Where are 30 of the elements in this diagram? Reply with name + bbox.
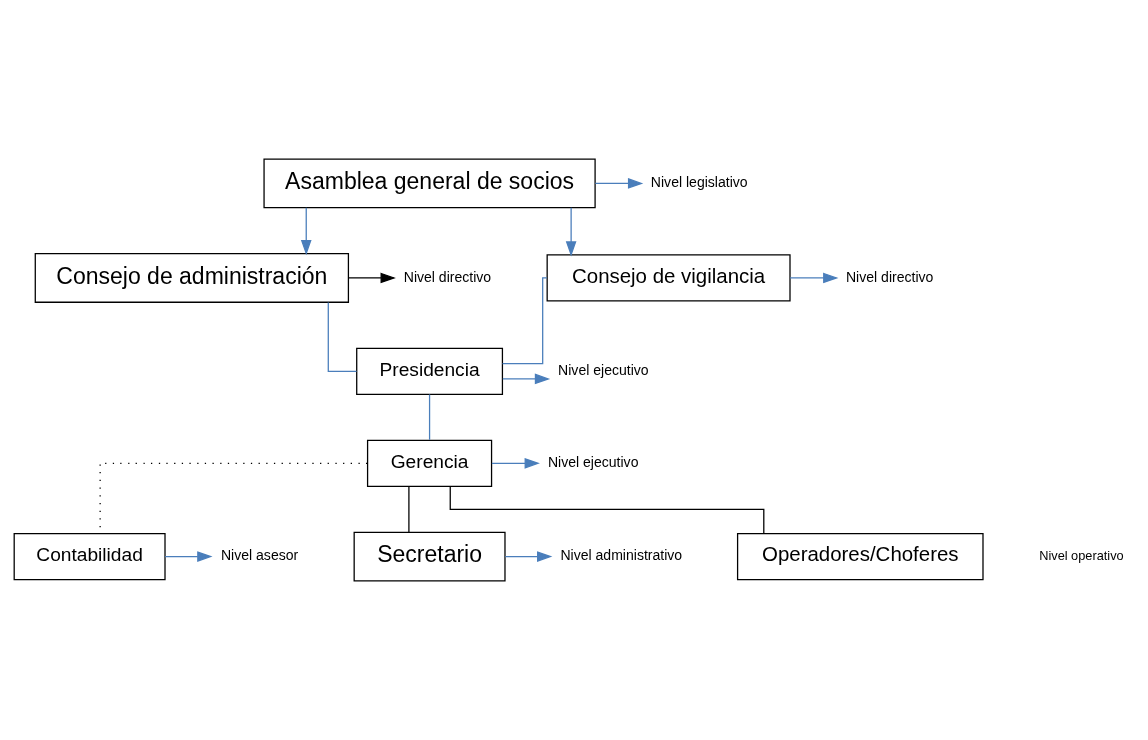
arrow <box>565 207 577 257</box>
node-box: Secretario <box>353 531 506 582</box>
connector <box>501 277 548 365</box>
node-box: Consejo de administración <box>34 253 350 303</box>
node-box: Presidencia <box>356 347 504 395</box>
connector <box>327 301 358 372</box>
arrow <box>300 207 312 256</box>
arrow <box>491 457 540 469</box>
connector <box>408 485 410 533</box>
arrow <box>504 551 553 562</box>
node-box: Consejo de vigilancia <box>546 254 791 302</box>
arrow <box>789 272 839 284</box>
node-text: Nivel directivo <box>845 268 934 285</box>
node-box: Gerencia <box>366 439 493 487</box>
connector <box>428 393 431 441</box>
node-text: Nivel administrativo <box>560 547 683 564</box>
arrow <box>502 373 551 385</box>
node-text: Nivel legislativo <box>650 173 748 190</box>
arrow <box>348 272 396 284</box>
connector <box>449 486 765 535</box>
node-box: Operadores/Choferes <box>736 532 984 581</box>
node-box: Asamblea general de socios <box>263 158 596 209</box>
node-text: Nivel ejecutivo <box>558 361 649 378</box>
arrow <box>594 178 644 189</box>
node-text: Nivel ejecutivo <box>547 453 639 470</box>
node-box: Contabilidad <box>13 532 166 581</box>
node-text: Nivel directivo <box>403 268 492 285</box>
label: Nivel operativo <box>1039 547 1124 563</box>
arrow <box>164 551 213 562</box>
node-text: Nivel asesor <box>220 547 299 564</box>
